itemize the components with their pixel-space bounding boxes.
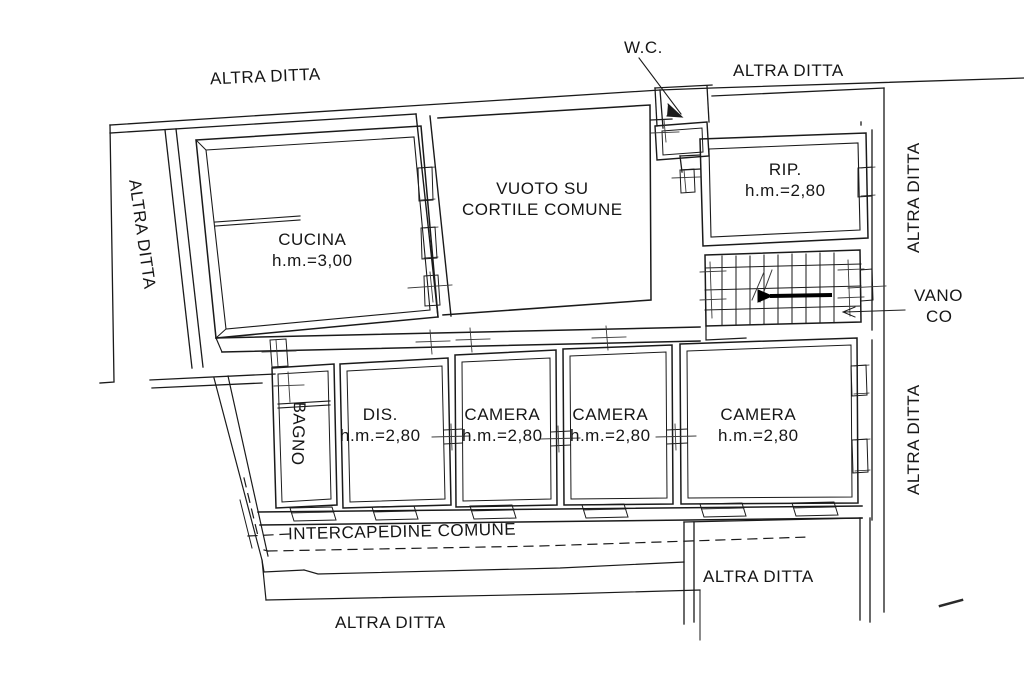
dis-walls	[339, 357, 452, 509]
bottom-right-unit-walls	[683, 517, 871, 625]
cucina-cortile-wall	[407, 113, 453, 318]
camera-2-walls	[539, 344, 674, 506]
cortile-walls	[437, 89, 673, 316]
staircase	[699, 249, 906, 341]
lower-left-boundary	[213, 375, 701, 601]
boundary-top-wall	[109, 77, 1024, 134]
boundary-right-wall	[860, 87, 885, 613]
wc-leader-line	[638, 57, 684, 118]
camera-3-walls	[655, 337, 871, 505]
rip-walls	[671, 132, 876, 247]
bagno-walls	[271, 363, 338, 509]
boundary-left-wall	[99, 124, 204, 384]
intercapedine-dashed-line	[243, 477, 809, 552]
camera-1-walls	[431, 349, 558, 508]
bottom-facade-wall	[257, 501, 863, 526]
misc-marks	[699, 589, 964, 641]
corridor-wall	[149, 325, 701, 389]
cucina-walls	[195, 125, 439, 339]
intercapedine-thin-line	[239, 499, 253, 549]
